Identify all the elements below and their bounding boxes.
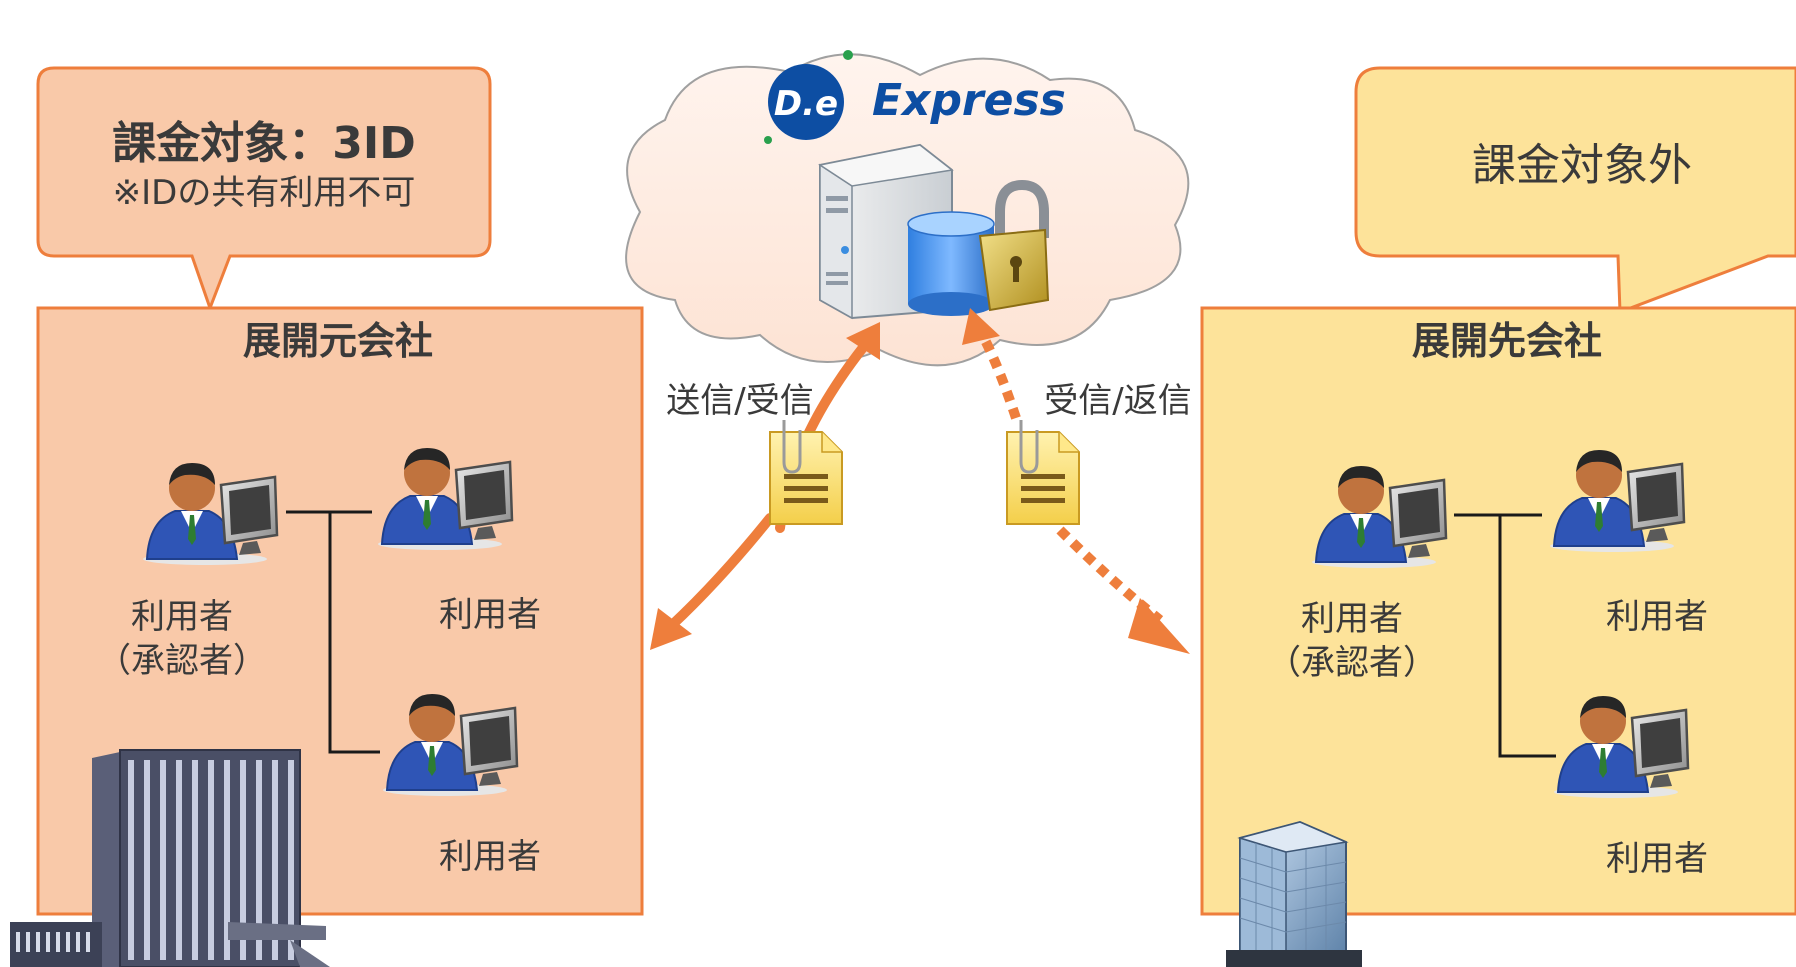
office-building-icon xyxy=(1226,820,1362,967)
user-label: 利用者 xyxy=(439,595,541,635)
billing-title: 課金対象：3ID xyxy=(112,118,416,169)
padlock-icon xyxy=(978,179,1050,312)
user-label: 利用者 xyxy=(1606,839,1708,879)
logo-text: Express xyxy=(872,75,1066,126)
office-building-icon xyxy=(10,749,330,967)
send-receive-arrow xyxy=(650,322,880,650)
right-company-title: 展開先会社 xyxy=(1412,319,1602,363)
arrowhead-icon xyxy=(650,608,692,650)
logo-mark: D.e xyxy=(774,84,838,124)
arrowhead-icon xyxy=(846,322,880,360)
document-icon xyxy=(1005,418,1081,526)
user-label: 利用者 xyxy=(131,597,233,637)
send-receive-label: 送信/受信 xyxy=(666,381,813,421)
out-of-scope-label: 課金対象外 xyxy=(1472,140,1692,191)
user-role-label: （承認者） xyxy=(97,641,267,681)
user-label: 利用者 xyxy=(1606,597,1708,637)
left-company-title: 展開元会社 xyxy=(243,319,433,363)
user-label: 利用者 xyxy=(1301,599,1403,639)
receive-reply-label: 受信/返信 xyxy=(1044,381,1191,421)
logo-globe-icon xyxy=(768,64,844,140)
receive-reply-arrow xyxy=(962,308,1190,654)
user-label: 利用者 xyxy=(439,837,541,877)
database-icon xyxy=(907,211,995,316)
org-connector xyxy=(1454,513,1556,758)
arrowhead-icon xyxy=(962,308,1000,345)
org-connector xyxy=(286,510,380,754)
right-callout: 課金対象外 xyxy=(1354,66,1796,315)
logo-dot-icon xyxy=(843,50,853,60)
billing-note: ※IDの共有利用不可 xyxy=(113,173,416,213)
user-role-label: （承認者） xyxy=(1267,643,1437,683)
right-company-box: 展開先会社 利用者 （承認者） 利用者 利用者 xyxy=(1200,306,1796,916)
logo-dot-icon xyxy=(764,136,772,144)
d-e-express-logo: D.e Express xyxy=(764,50,1066,144)
document-icon xyxy=(768,418,844,526)
arrowhead-icon xyxy=(1128,598,1190,654)
left-callout: 課金対象：3ID ※IDの共有利用不可 xyxy=(36,66,492,313)
